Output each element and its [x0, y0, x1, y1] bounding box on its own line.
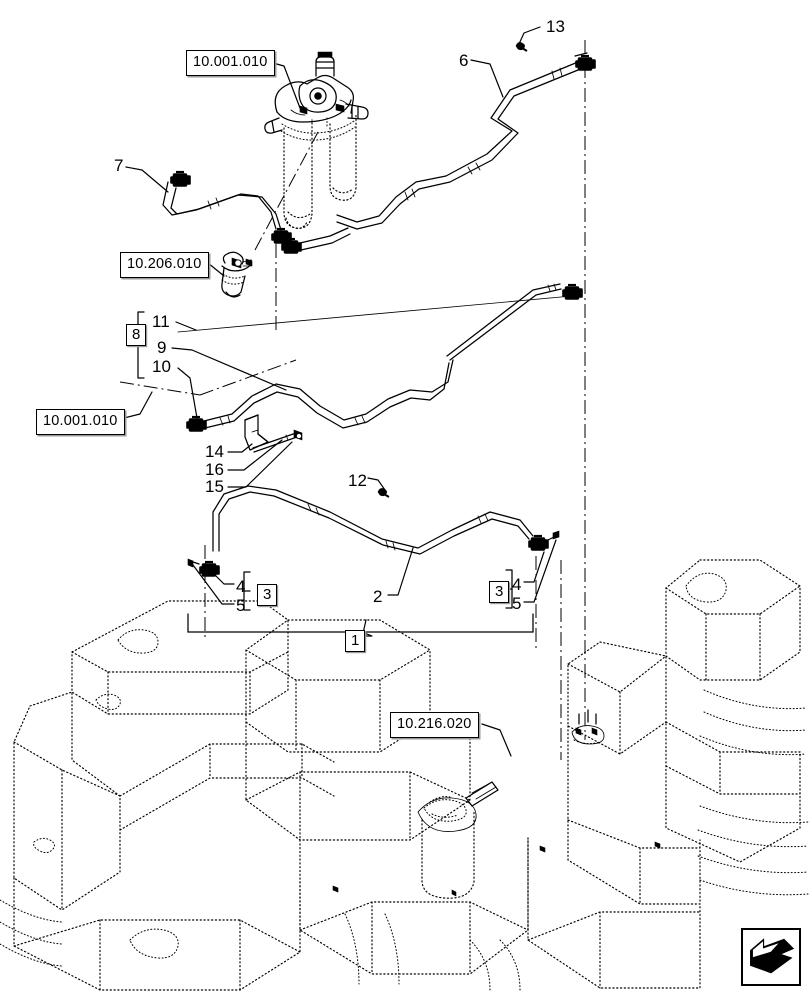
item-number-7[interactable]: 7 [114, 156, 124, 175]
view-direction-arrow-glyph [750, 938, 795, 974]
leader-lines [123, 26, 557, 757]
fuel-tube-9 [185, 359, 454, 433]
reference-callout-10-001-010[interactable]: 10.001.010 [36, 409, 125, 435]
priming-pump-assembly [221, 251, 253, 298]
item-number-12[interactable]: 12 [348, 471, 367, 490]
item-number-5[interactable]: 5 [236, 596, 246, 615]
clip-13 [515, 41, 528, 52]
fuel-tube-2 [187, 485, 560, 578]
item-number-14[interactable]: 14 [205, 442, 224, 461]
item-number-1-boxed[interactable]: 1 [345, 630, 366, 652]
fuel-tube-11 [177, 283, 584, 361]
item-number-6[interactable]: 6 [459, 51, 469, 70]
reference-callout-10-216-020[interactable]: 10.216.020 [390, 712, 479, 738]
chassis-phantom-outline [0, 559, 809, 991]
item-number-15[interactable]: 15 [205, 477, 224, 496]
item-number-10[interactable]: 10 [152, 357, 171, 376]
reference-callout-10-206-010[interactable]: 10.206.010 [120, 252, 209, 278]
reference-callout-10-001-010[interactable]: 10.001.010 [186, 50, 275, 76]
item-number-4[interactable]: 4 [512, 575, 522, 594]
item-number-11[interactable]: 11 [152, 312, 170, 331]
item-number-8-boxed[interactable]: 8 [126, 324, 147, 346]
item-number-3-boxed[interactable]: 3 [489, 581, 510, 603]
centre-lines [119, 40, 586, 760]
item-number-3-boxed[interactable]: 3 [257, 584, 278, 606]
item-number-4[interactable]: 4 [236, 577, 246, 596]
fuel-tube-6 [336, 52, 597, 230]
item-number-16[interactable]: 16 [205, 460, 224, 479]
item-number-5[interactable]: 5 [512, 594, 522, 613]
tank-filler-cap [417, 781, 499, 899]
item-number-2[interactable]: 2 [373, 587, 383, 606]
item-number-9[interactable]: 9 [157, 338, 167, 357]
fuel-filter-assembly [264, 51, 369, 229]
sensor-cluster [571, 709, 605, 745]
item-number-13[interactable]: 13 [546, 17, 565, 36]
clip-12 [377, 487, 390, 498]
view-direction-icon [741, 928, 801, 986]
fitting-mid [280, 237, 303, 255]
fuel-tube-7 [162, 170, 293, 245]
